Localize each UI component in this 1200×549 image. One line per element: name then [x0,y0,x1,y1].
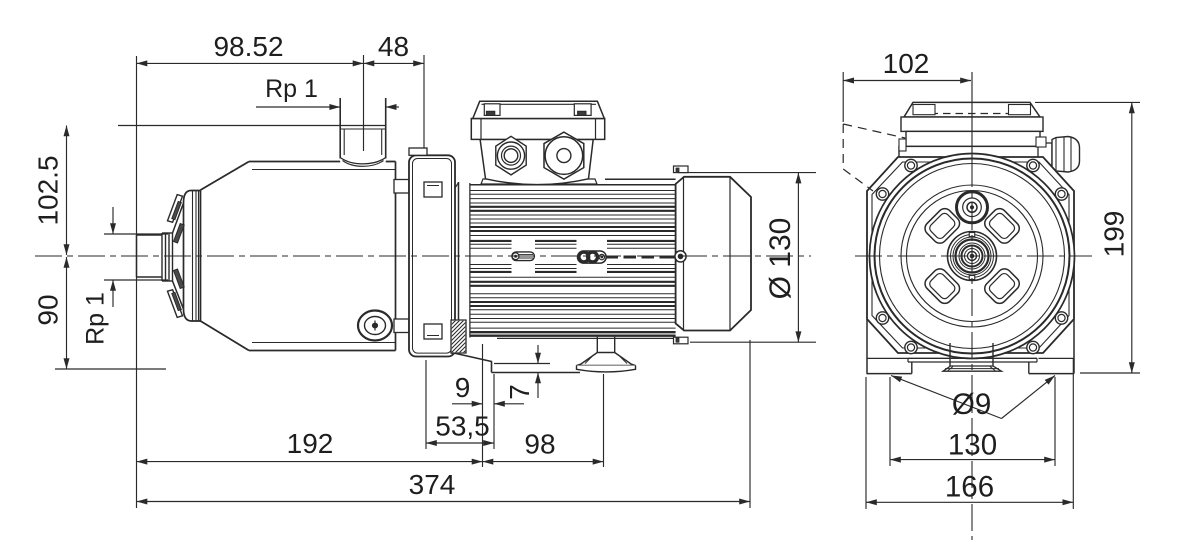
svg-text:199: 199 [1099,211,1130,258]
svg-text:53,5: 53,5 [435,411,490,442]
svg-text:102: 102 [883,48,930,79]
svg-text:98: 98 [524,429,555,460]
svg-text:48: 48 [378,31,409,62]
svg-text:Rp 1: Rp 1 [82,292,110,345]
svg-text:374: 374 [409,469,456,500]
svg-text:192: 192 [287,428,334,459]
svg-text:98.52: 98.52 [213,31,283,62]
svg-text:7: 7 [504,384,535,400]
svg-text:166: 166 [945,471,994,504]
svg-text:Ø9: Ø9 [952,388,991,421]
svg-text:Ø 130: Ø 130 [764,218,797,300]
svg-text:9: 9 [455,372,471,403]
svg-text:102.5: 102.5 [33,155,64,225]
svg-text:Rp 1: Rp 1 [265,75,318,103]
svg-text:90: 90 [33,294,64,325]
svg-text:130: 130 [948,429,997,462]
